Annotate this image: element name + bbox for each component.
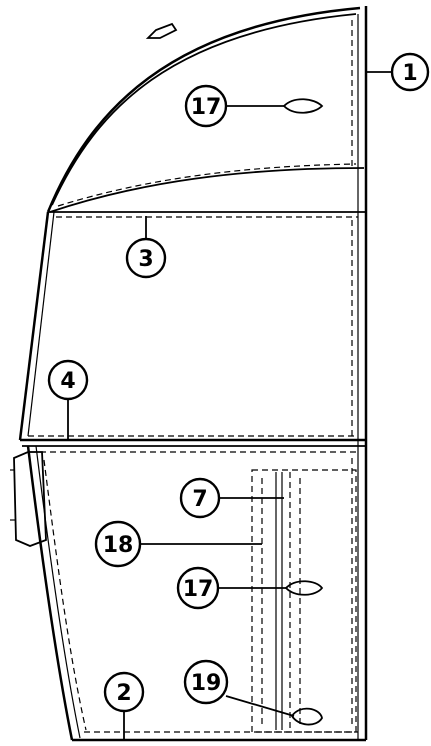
middle-shelf [20,435,366,453]
callout-17-bottom: 17 [176,566,220,610]
lock-latch-icon [290,707,323,726]
callout-18-label: 18 [103,533,134,558]
callout-17-bottom-label: 17 [183,577,214,602]
callout-4: 4 [47,359,89,401]
callout-17-top: 17 [184,84,228,128]
callout-4-label: 4 [60,369,75,394]
callout-19: 19 [183,659,229,705]
callout-7-label: 7 [192,487,207,512]
callout-1-label: 1 [402,61,417,86]
callout-1: 1 [390,52,430,92]
callout-19-label: 19 [191,671,222,696]
upper-compartment [18,211,366,441]
callout-3: 3 [125,237,167,279]
top-canopy-panel [46,6,368,740]
door-handle-icon [284,580,324,596]
top-handle-icon [282,98,324,114]
callout-17-top-label: 17 [191,95,222,120]
callout-2: 2 [103,671,145,713]
callout-7: 7 [179,477,221,519]
callout-2-label: 2 [116,681,131,706]
callout-3-label: 3 [138,247,153,272]
callout-18: 18 [94,520,142,568]
leader-lines [67,71,394,740]
door-panel [251,469,357,733]
lower-compartment [10,445,366,742]
